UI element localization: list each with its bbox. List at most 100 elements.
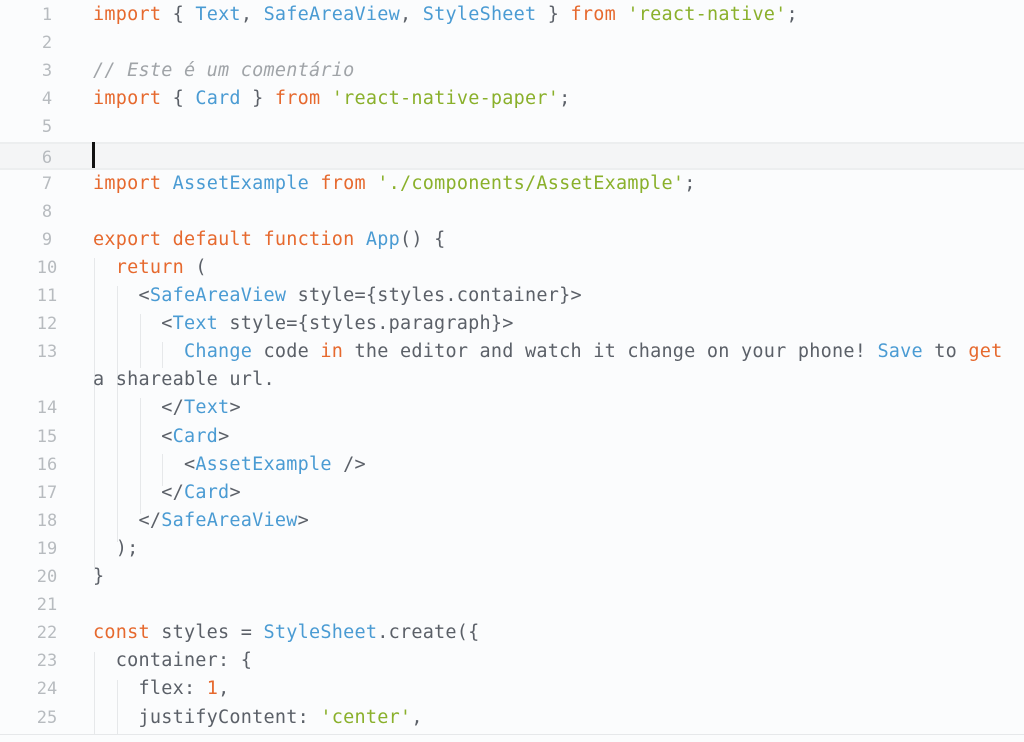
code-token [366, 173, 377, 194]
code-line[interactable]: 25 justifyContent: 'center', [0, 704, 1024, 732]
code-text: </Text> [93, 394, 241, 422]
line-number: 7 [41, 173, 53, 194]
code-token: > [229, 481, 241, 503]
line-number: 9 [41, 229, 53, 250]
code-token: SafeAreaView [161, 509, 298, 531]
gutter: 23 [0, 647, 94, 675]
code-line[interactable]: 23 container: { [0, 647, 1024, 675]
code-line[interactable]: 9 export default function App() { [0, 226, 1024, 254]
code-token: </ [93, 481, 184, 503]
code-token: < [93, 285, 150, 306]
code-token [161, 229, 172, 250]
code-token: StyleSheet [263, 622, 378, 644]
code-token: container: { [93, 650, 253, 672]
code-token: < [93, 313, 173, 335]
code-token: > [297, 509, 310, 531]
code-token: /> [331, 453, 366, 475]
code-line[interactable]: 2 [0, 29, 1024, 57]
code-token: Card [172, 425, 219, 447]
line-number: 24 [36, 679, 58, 700]
code-token [93, 257, 116, 278]
code-line[interactable]: 16 <AssetExample /> [0, 451, 1024, 479]
code-line[interactable]: 15 <Card> [0, 423, 1024, 451]
indent-guide [117, 286, 118, 542]
line-number: 22 [36, 623, 58, 644]
code-line[interactable]: 6 [0, 141, 1024, 172]
code-token: Text [195, 4, 241, 25]
code-token: < [93, 425, 173, 447]
indent-guide [140, 314, 141, 368]
code-line[interactable]: 14 </Text> [0, 394, 1024, 422]
code-token: style={styles.paragraph}> [218, 313, 514, 335]
line-number: 21 [36, 595, 58, 616]
code-token: flex: [93, 678, 207, 700]
code-line[interactable]: 19 ); [0, 535, 1024, 563]
gutter: 15 [0, 423, 94, 451]
gutter: 20 [0, 563, 94, 591]
code-line[interactable]: 18 </SafeAreaView> [0, 507, 1024, 535]
code-token: 1 [206, 678, 219, 700]
code-token: ; [684, 172, 696, 194]
code-text: ); [93, 535, 139, 563]
indent-guide [94, 652, 95, 734]
code-text: export default function App() { [93, 226, 445, 254]
code-line[interactable]: 11 <SafeAreaView style={styles.container… [0, 282, 1024, 310]
code-line[interactable]: 8 [0, 198, 1024, 226]
gutter: 6 [0, 144, 94, 172]
code-line[interactable]: 5 [0, 113, 1024, 141]
line-number: 2 [41, 33, 53, 54]
code-line[interactable]: a shareable url. [0, 366, 1024, 394]
line-number: 20 [36, 567, 58, 587]
code-text: Change code in the editor and watch it c… [93, 338, 1003, 366]
code-text: flex: 1, [93, 675, 229, 703]
code-line[interactable]: 10 return ( [0, 254, 1024, 282]
code-text: </SafeAreaView> [93, 507, 309, 535]
code-token: './components/AssetExample' [377, 172, 685, 194]
code-token: to [922, 341, 969, 363]
code-line[interactable]: 24 flex: 1, [0, 675, 1024, 703]
code-token: ; [786, 4, 798, 25]
code-line[interactable]: 12 <Text style={styles.paragraph}> [0, 310, 1024, 338]
code-token: Change [183, 341, 253, 363]
line-number: 25 [36, 707, 58, 728]
line-number: 3 [41, 61, 53, 82]
code-line[interactable]: 7 import AssetExample from './components/… [0, 170, 1024, 198]
code-token: from [570, 4, 617, 25]
code-token: import [93, 172, 162, 194]
gutter: 9 [0, 226, 94, 254]
code-line[interactable]: 3// Este é um comentário [0, 57, 1024, 85]
line-number: 18 [36, 510, 58, 531]
gutter: 2 [0, 29, 94, 57]
code-text: <Card> [93, 423, 229, 451]
gutter: 13 [0, 338, 94, 366]
gutter: 11 [0, 282, 94, 310]
code-token: SafeAreaView [263, 4, 400, 25]
code-line[interactable]: 13 Change code in the editor and watch i… [0, 338, 1024, 366]
code-line[interactable]: 17 </Card> [0, 479, 1024, 507]
code-token: 'react-native-paper' [331, 88, 560, 110]
code-text: import AssetExample from './components/A… [93, 170, 696, 198]
code-token: justifyContent: [93, 706, 321, 728]
code-line[interactable]: 20} [0, 563, 1024, 591]
line-number: 11 [36, 286, 58, 306]
code-token: ; [559, 88, 571, 110]
code-token: </ [93, 509, 162, 531]
line-number: 16 [36, 454, 58, 475]
code-token: .create({ [377, 622, 480, 644]
text-cursor [92, 142, 95, 168]
code-token: } [240, 88, 275, 110]
code-token: , [399, 4, 423, 25]
code-line[interactable]: 21 [0, 591, 1024, 619]
gutter: 24 [0, 675, 94, 703]
line-number: 17 [36, 482, 58, 503]
line-number: 1 [41, 5, 53, 25]
gutter: 4 [0, 85, 94, 113]
line-number: 10 [36, 257, 58, 278]
gutter: 25 [0, 704, 94, 732]
code-token: import [93, 88, 162, 110]
gutter: 19 [0, 535, 94, 563]
